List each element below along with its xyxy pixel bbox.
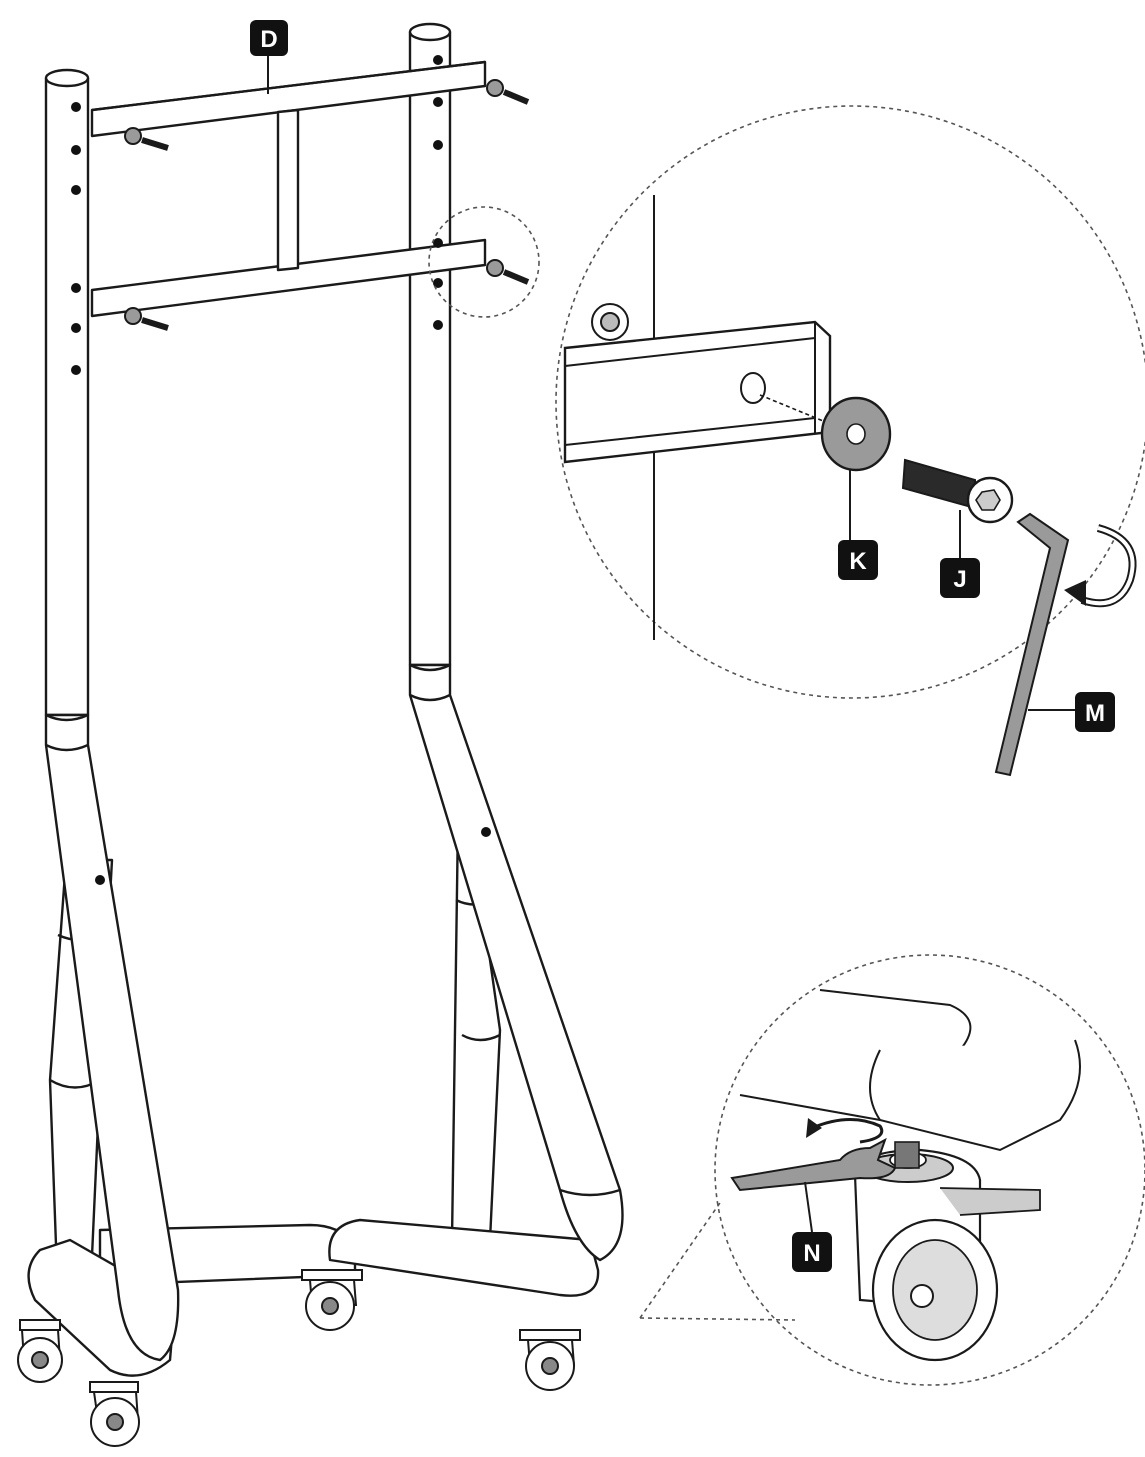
- callout-d: D: [250, 20, 288, 94]
- circular-arrow-icon: [1064, 524, 1137, 608]
- right-upright: [408, 30, 452, 667]
- callout-m-label: M: [1085, 700, 1105, 727]
- open-end-wrench-icon: [730, 1137, 897, 1192]
- caster-back-right: [519, 1329, 581, 1391]
- callout-j: [940, 558, 980, 598]
- upright-holes: [71, 55, 491, 885]
- base-tube-front: [328, 1218, 600, 1297]
- left-lower-tube: [44, 713, 180, 1362]
- right-lower-tube: [408, 663, 624, 1262]
- caster-back-middle: [301, 1269, 363, 1331]
- crossbar-connector: [276, 108, 300, 272]
- caster-front-middle: [89, 1381, 140, 1447]
- stand-frame: [27, 22, 624, 1377]
- allen-key-icon: M: [994, 512, 1115, 777]
- detail-bolt-insertion: K J: [555, 105, 1145, 699]
- callout-j-label: J: [953, 566, 966, 593]
- caster-front-left: [17, 1319, 63, 1383]
- callout-n-label: N: [803, 1240, 820, 1267]
- callout-d-label: D: [260, 26, 277, 53]
- callout-k-label: K: [849, 548, 867, 575]
- wrench-rotation-arrow-icon: [811, 1117, 884, 1144]
- detail-indicator-circle: [428, 206, 540, 318]
- callout-m: [1075, 692, 1115, 732]
- crossbar-bolts: [124, 79, 530, 331]
- callout-n: [792, 1232, 832, 1272]
- casters: [17, 1269, 581, 1447]
- callout-k: [838, 540, 878, 580]
- detail-caster-tightening: N: [639, 954, 1145, 1386]
- left-upright: [44, 76, 90, 717]
- lower-crossbar: [90, 238, 487, 318]
